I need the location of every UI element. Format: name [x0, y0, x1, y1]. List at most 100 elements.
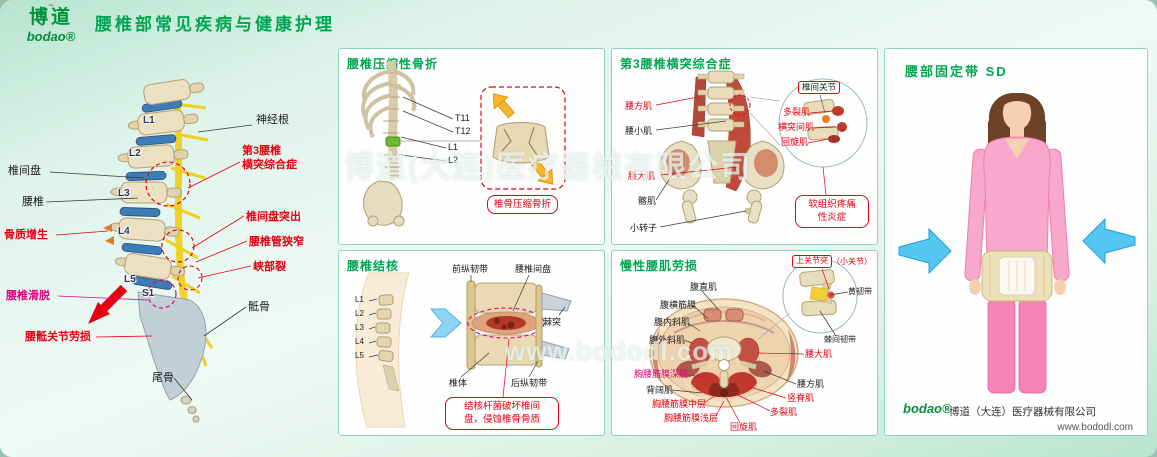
panel-compression-fracture: 腰椎压缩性骨折	[338, 48, 605, 245]
l3-highlight-circle	[145, 161, 191, 207]
label-bone-hyperplasia: 骨质增生	[4, 229, 48, 241]
upper-vertebra-shape	[474, 282, 538, 314]
vertebral-body-shape	[706, 336, 742, 362]
yellow-ligament-shape	[809, 286, 829, 302]
bird-icon: ~	[48, 0, 54, 10]
label-psoas-major: 腰大肌	[628, 171, 656, 181]
bone-spur-shape	[103, 224, 112, 232]
left-compression-arrow	[898, 227, 952, 275]
label-sacrum: 骶骨	[248, 301, 270, 313]
label-yellow-ligament: 黄韧带	[848, 287, 872, 296]
label-lumbar: 腰椎	[22, 196, 44, 208]
isthmus-highlight-circle	[177, 265, 203, 291]
label-tb-l5: L5	[355, 351, 364, 360]
label-facet-paren: （小关节）	[832, 257, 872, 266]
label-t11: T11	[455, 113, 470, 123]
compression-arrow-top	[492, 93, 515, 119]
label-spinous-process: 棘突	[543, 317, 562, 327]
facet-joint-badge: 椎间关节	[798, 81, 841, 95]
label-iliacus: 髂肌	[638, 196, 657, 206]
spine-anatomy-figure: 神经根 L1 椎间盘 L2 第3腰椎 横突综合症 腰椎 L3 椎间盘突出 骨质增…	[0, 48, 335, 453]
coccyx-shape	[192, 415, 200, 423]
facet-process-badge: 上关节突	[792, 255, 832, 268]
label-tb-l4: L4	[355, 337, 364, 346]
label-tlf-middle: 胸腰筋膜中层	[652, 399, 707, 409]
panel-transverse-syndrome: 第3腰椎横突综合症	[611, 48, 878, 245]
panel-muscle-strain-title: 慢性腰肌劳损	[620, 259, 699, 273]
footer-brand-logo: bodao®	[903, 401, 952, 416]
spinous-process-shape	[541, 292, 572, 312]
label-external-oblique: 腹外斜肌	[649, 335, 686, 345]
label-strain-multifidus: 多裂肌	[770, 407, 798, 417]
page-title: 腰椎部常见疾病与健康护理	[95, 15, 335, 34]
facet-joint-spot	[822, 115, 830, 123]
herniation-highlight-circle	[161, 229, 195, 263]
label-posterior-ligament: 后纵韧带	[511, 378, 548, 388]
logo-brand-text: bodao®	[26, 29, 76, 45]
label-fx-l2: L2	[448, 155, 459, 165]
cross-section-illustration	[649, 258, 858, 424]
vertebrae-shapes	[108, 79, 205, 280]
label-l3-syndrome: 第3腰椎 横突综合症	[242, 145, 297, 171]
model-wearing-belt-illustration	[898, 93, 1136, 394]
label-l2: L2	[129, 148, 141, 159]
label-latissimus: 背阔肌	[646, 385, 674, 395]
label-strain-quadratus: 腰方肌	[797, 379, 825, 389]
label-isthmus-fissure: 峡部裂	[253, 261, 286, 273]
label-l4: L4	[118, 226, 130, 237]
arrow-chevron	[429, 308, 462, 338]
pants-left-leg	[987, 298, 1016, 394]
tb-illustration	[355, 272, 572, 428]
label-tb-l2: L2	[355, 309, 364, 318]
label-disc-herniation: 椎间盘突出	[246, 211, 301, 223]
posterior-ligament-shape	[535, 284, 543, 368]
rotatores-shape	[720, 388, 728, 398]
label-lesser-trochanter: 小转子	[630, 223, 658, 233]
label-lumbosacral-strain: 腰骶关节劳损	[25, 331, 91, 343]
label-interspinous-ligament: 棘间韧带	[824, 335, 856, 344]
pants-right-leg	[1018, 298, 1047, 394]
label-lumbar-disc: 腰椎间盘	[515, 264, 552, 274]
muscle-illustration	[655, 70, 868, 228]
label-l5: L5	[124, 274, 136, 285]
label-spinal-stenosis: 腰椎管狭窄	[249, 236, 304, 248]
rectus-shape	[703, 308, 722, 322]
label-vertebral-body: 椎体	[449, 378, 468, 388]
skeleton-illustration	[361, 60, 566, 227]
logo-chinese: 博道	[28, 7, 73, 29]
footer-website-url: www.bododl.com	[1057, 422, 1133, 433]
label-tlf-deep: 胸腰筋膜深层	[634, 369, 689, 379]
brand-logo: ~ 博道 bodao®	[18, 0, 84, 45]
label-tb-l3: L3	[355, 323, 364, 332]
label-strain-rotatores: 回旋肌	[730, 422, 758, 432]
lower-vertebra-shape	[474, 334, 538, 366]
label-tb-l1: L1	[355, 295, 364, 304]
label-rotatores: 回旋肌	[781, 137, 809, 147]
panel-muscle-strain: 慢性腰肌劳损	[611, 250, 878, 436]
soft-tissue-callout: 软组织疼痛 性炎症	[795, 195, 869, 228]
product-panel: 腰部固定带 SD bodao® 博道（大连	[884, 48, 1148, 436]
pink-top	[983, 136, 1051, 266]
slip-highlight-circle	[147, 279, 177, 309]
footer-company-name: 博道（大连）医疗器械有限公司	[949, 406, 1096, 418]
fractured-vertebra-marker	[385, 136, 401, 147]
label-t12: T12	[455, 126, 471, 136]
label-intertransverse: 横突间肌	[778, 122, 815, 132]
label-anterior-ligament: 前纵韧带	[452, 264, 489, 274]
tb-callout: 结核杆菌破坏椎间 盘，侵蚀椎骨骨质	[445, 397, 559, 430]
label-coccyx: 尾骨	[152, 372, 174, 384]
fracture-callout: 椎骨压缩骨折	[487, 195, 559, 215]
label-s1: S1	[142, 288, 155, 299]
label-strain-psoas: 腰大肌	[805, 349, 833, 359]
label-l1: L1	[143, 115, 155, 126]
label-transversalis-fascia: 腹横筋膜	[660, 300, 697, 310]
compressed-vertebra-shape	[492, 122, 550, 164]
product-title: 腰部固定带 SD	[905, 64, 1008, 79]
label-fx-l1: L1	[448, 142, 459, 152]
compression-arrow-bottom	[531, 159, 554, 185]
multifidus-shape	[725, 383, 739, 399]
label-l3: L3	[118, 188, 130, 199]
slip-arrow	[98, 284, 128, 314]
label-tlf-superficial: 胸腰筋膜浅层	[664, 413, 719, 423]
